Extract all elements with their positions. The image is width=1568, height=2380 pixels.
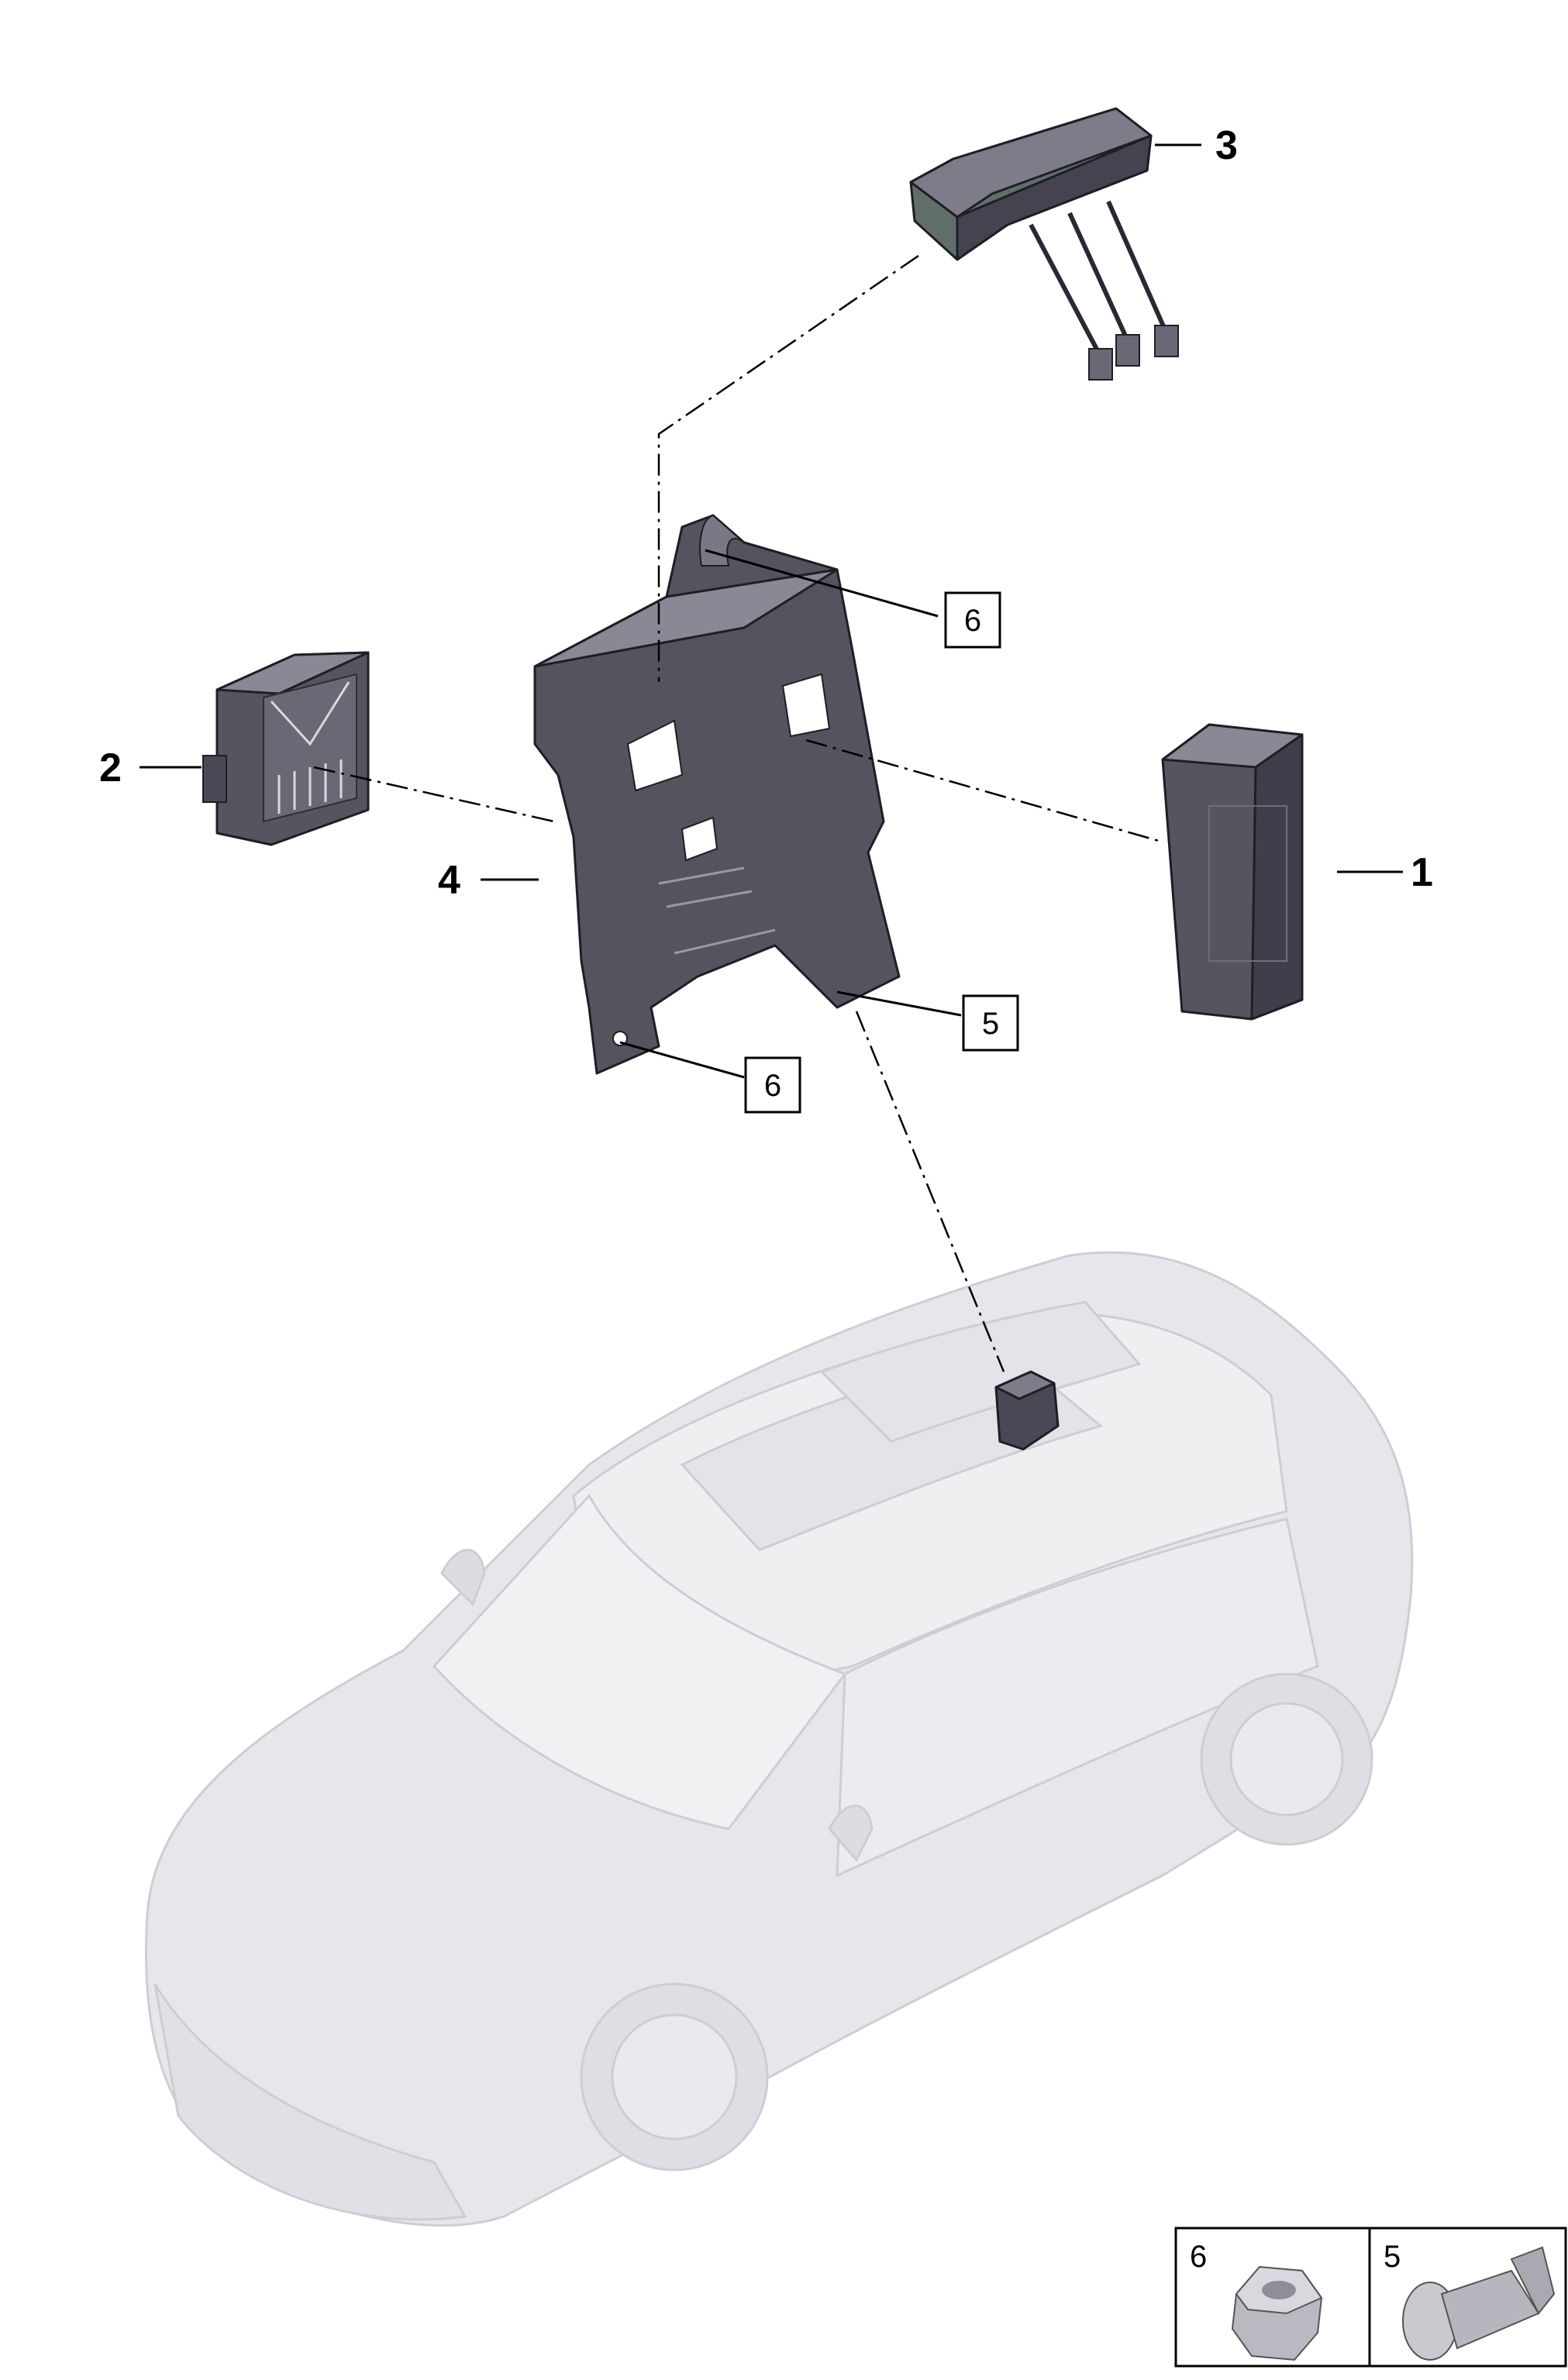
callout-4: 4 <box>438 858 460 903</box>
svg-text:6: 6 <box>964 604 981 638</box>
amplifier-part-3 <box>909 107 1179 381</box>
legend-label-5: 5 <box>1384 2240 1401 2274</box>
hex-nut-icon <box>1231 2265 1323 2361</box>
bracket-part-4 <box>533 514 901 1075</box>
boxed-callout-6-top: 6 <box>944 591 1001 649</box>
callout-labels: 1 2 3 4 <box>99 123 1433 903</box>
callout-1: 1 <box>1411 850 1433 895</box>
installed-location-marker <box>994 1370 1060 1451</box>
fastener-legend: 6 5 <box>1174 2227 1567 2368</box>
assembly-lines <box>313 254 1160 1373</box>
control-unit-part-1 <box>1161 723 1304 1021</box>
svg-text:6: 6 <box>764 1069 781 1103</box>
svg-text:5: 5 <box>982 1007 999 1041</box>
boxed-callout-6-bottom: 6 <box>744 1056 801 1114</box>
legend-label-6: 6 <box>1190 2240 1207 2274</box>
callout-2: 2 <box>99 746 122 790</box>
clip-fastener-icon <box>1402 2246 1556 2361</box>
callout-3: 3 <box>1215 123 1238 168</box>
control-unit-part-2 <box>202 651 370 846</box>
vehicle-silhouette <box>144 1251 1414 2227</box>
boxed-callout-5: 5 <box>962 994 1019 1052</box>
leader-lines <box>140 143 1403 1079</box>
